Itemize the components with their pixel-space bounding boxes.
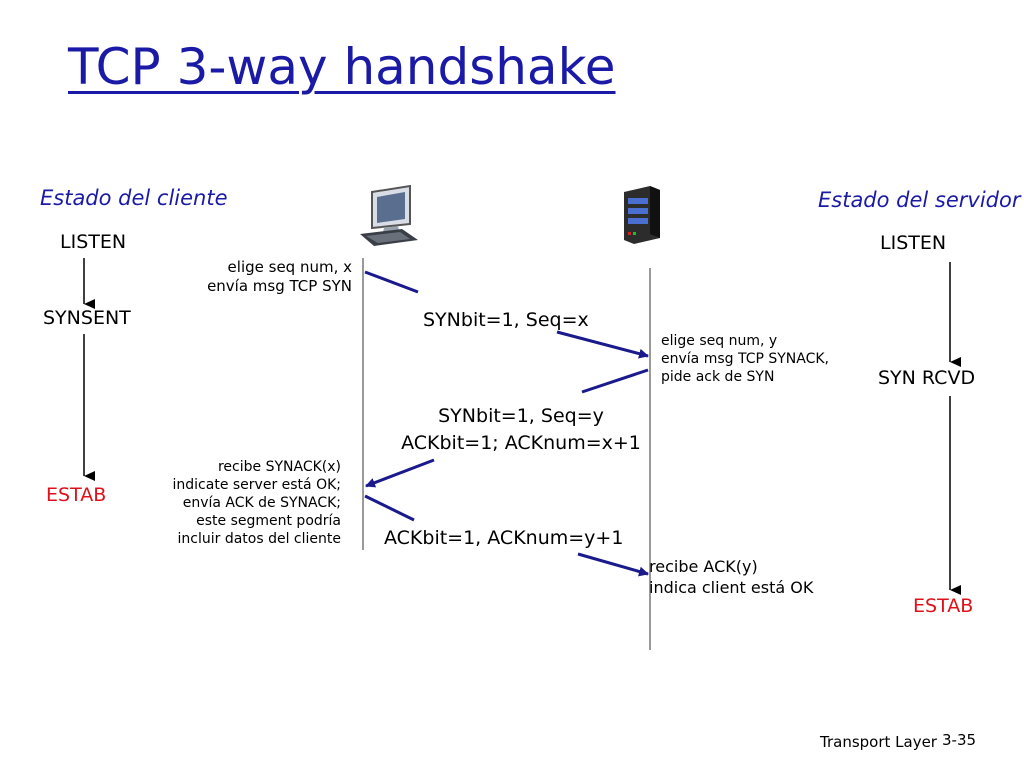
computer-icon bbox=[360, 184, 418, 246]
message-line: SYNbit=1, Seq=y bbox=[438, 405, 604, 427]
syn-arrow-seg2 bbox=[556, 330, 649, 359]
note-line: envía msg TCP SYNACK, bbox=[661, 351, 830, 367]
message-synack-label: SYNbit=1, Seq=y ACKbit=1; ACKnum=x+1 bbox=[396, 403, 646, 457]
client-note-synack: recibe SYNACK(x) indicate server está OK… bbox=[173, 458, 341, 548]
note-line: pide ack de SYN bbox=[661, 369, 775, 385]
client-state-estab: ESTAB bbox=[46, 484, 107, 506]
server-state-listen: LISTEN bbox=[880, 232, 947, 254]
note-line: envía ACK de SYNACK; bbox=[182, 495, 341, 511]
client-state-listen: LISTEN bbox=[60, 231, 127, 253]
message-syn-label: SYNbit=1, Seq=x bbox=[423, 309, 589, 331]
server-note-ack: recibe ACK(y) indica client está OK bbox=[649, 556, 813, 598]
note-line: recibe ACK(y) bbox=[649, 557, 758, 576]
client-state-synsent: SYNSENT bbox=[43, 307, 131, 329]
note-line: incluir datos del cliente bbox=[177, 531, 342, 547]
note-line: recibe SYNACK(x) bbox=[217, 459, 341, 475]
synack-arrow-seg2 bbox=[365, 458, 435, 488]
note-line: elige seq num, y bbox=[661, 333, 778, 349]
syn-arrow-seg1 bbox=[364, 270, 419, 294]
note-line: este segment podría bbox=[196, 513, 341, 529]
server-state-heading: Estado del servidor bbox=[818, 188, 1021, 212]
ack-arrow-seg2 bbox=[577, 552, 649, 577]
note-line: indicate server está OK; bbox=[172, 477, 341, 493]
server-note-synack: elige seq num, y envía msg TCP SYNACK, p… bbox=[661, 332, 829, 386]
footer-page-number: 3-35 bbox=[942, 731, 977, 749]
footer-section-label: Transport Layer bbox=[820, 733, 937, 751]
server-state-syn-rcvd: SYN RCVD bbox=[878, 367, 976, 389]
client-state-heading: Estado del cliente bbox=[40, 186, 228, 210]
ack-arrow-seg1 bbox=[364, 494, 415, 522]
message-ack-label: ACKbit=1, ACKnum=y+1 bbox=[384, 527, 624, 549]
server-state-estab: ESTAB bbox=[913, 595, 974, 617]
server-icon bbox=[624, 186, 660, 244]
note-line: elige seq num, x bbox=[227, 258, 352, 276]
page-title: TCP 3-way handshake bbox=[68, 38, 616, 96]
synack-arrow-seg1 bbox=[581, 368, 649, 394]
note-line: envía msg TCP SYN bbox=[207, 277, 352, 295]
note-line: indica client está OK bbox=[649, 578, 814, 597]
client-note-syn: elige seq num, x envía msg TCP SYN bbox=[207, 258, 352, 296]
message-line: ACKbit=1; ACKnum=x+1 bbox=[401, 432, 641, 454]
